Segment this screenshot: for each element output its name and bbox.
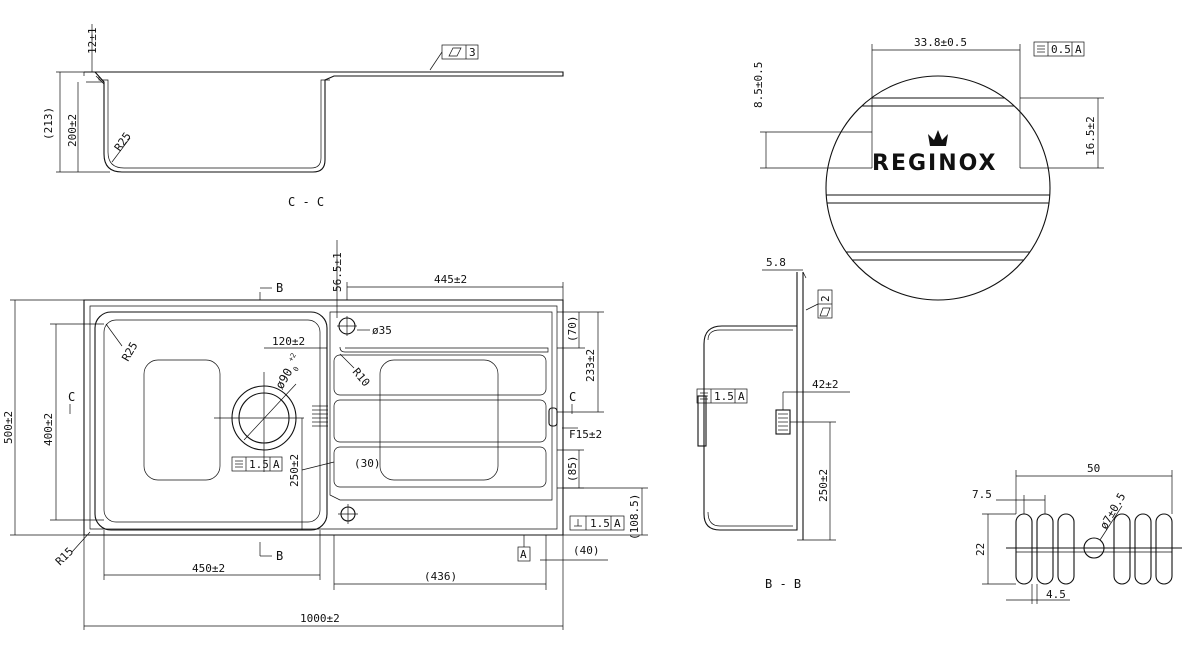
brand-logo: REGINOX <box>872 151 998 176</box>
flatness-value-plan: 1.5 <box>249 458 269 471</box>
dim-108: (108.5) <box>628 494 641 540</box>
radius-bowl: R25 <box>119 340 140 364</box>
dim-logo-offset: 8.5±0.5 <box>752 62 765 108</box>
dim-bowl-height: 400±2 <box>42 413 55 446</box>
dim-tap-hole-offset: 56.5±1 <box>331 252 344 292</box>
dim-total-depth: (213) <box>42 107 55 140</box>
section-cc-title: C - C <box>288 195 324 209</box>
flat-datum-bb: A <box>738 390 745 403</box>
dim-rim: 12±1 <box>86 28 99 55</box>
flatness-frame-plan <box>231 456 283 472</box>
dim-rib-gap: (30) <box>354 457 381 470</box>
flat-value-bb: 1.5 <box>714 390 734 403</box>
dim-drainer-length: 445±2 <box>434 273 467 286</box>
dim-slot-pitch: 7.5 <box>972 488 992 501</box>
dim-f-offset: F15±2 <box>569 428 602 441</box>
dim-bowl-depth: 200±2 <box>66 114 79 147</box>
overflow-slots <box>312 405 328 427</box>
section-bb-title: B - B <box>765 577 801 591</box>
waste-dia-tol-upper: +2 <box>287 352 298 363</box>
dim-hole: ø7±0.5 <box>1097 491 1128 532</box>
perp-value: 1.5 <box>590 517 610 530</box>
dim-bowl-width: 450±2 <box>192 562 225 575</box>
dim-slot-height: 22 <box>974 543 987 556</box>
flat-value-logo: 0.5 <box>1051 43 1071 56</box>
perp-datum: A <box>614 517 621 530</box>
datum-a-box <box>517 546 531 562</box>
dim-top-offset: (70) <box>566 316 579 343</box>
dim-waste-offset: 120±2 <box>272 335 305 348</box>
radius-label: R25 <box>112 130 134 154</box>
dim-40: (40) <box>573 544 600 557</box>
logo-detail: REGINOX 33.8±0.5 0.5 A 8.5±0.5 16.5±2 <box>752 36 1104 301</box>
dim-85: (85) <box>566 456 579 483</box>
dim-flange: 5.8 <box>766 256 786 269</box>
flatness-datum-plan: A <box>273 458 280 471</box>
dim-drainer-depth: 233±2 <box>584 349 597 382</box>
flatness-icon-bb <box>819 307 831 317</box>
side-clip <box>697 395 707 447</box>
radius-corner: R15 <box>53 545 76 568</box>
flatness-frame <box>441 44 479 60</box>
dim-height-bb: 250±2 <box>817 469 830 502</box>
datum-a: A <box>520 548 527 561</box>
dim-logo-width: 33.8±0.5 <box>914 36 967 49</box>
flat-datum-logo: A <box>1075 43 1082 56</box>
flat-frame-bb2 <box>696 388 748 404</box>
waste-dia-tol-lower: 0 <box>292 365 301 373</box>
flat-tol-bb: 2 <box>819 295 832 302</box>
flatness-value: 3 <box>469 46 476 59</box>
flat-frame-logo <box>1033 41 1085 57</box>
section-c-right: C <box>569 390 576 404</box>
dim-logo-band: 16.5±2 <box>1084 116 1097 156</box>
perp-frame <box>569 515 625 531</box>
tap-hole-dia: ø35 <box>372 324 392 337</box>
section-b-top: B <box>276 281 283 295</box>
section-cc-view: 12±1 200±2 (213) R25 3 C - C <box>42 24 564 209</box>
dim-overall-depth: 500±2 <box>2 411 15 444</box>
section-b-bottom: B <box>276 549 283 563</box>
clip <box>548 407 558 427</box>
dim-slot-width: 50 <box>1087 462 1100 475</box>
crown-icon <box>928 130 948 146</box>
plan-view: B B C C 500±2 400±2 R15 R25 56.5±1 445±2… <box>2 240 648 630</box>
dim-overall-length: 1000±2 <box>300 612 340 625</box>
dim-waste-height: 250±2 <box>288 454 301 487</box>
radius-drainer: R10 <box>350 366 373 390</box>
section-c-left: C <box>68 390 75 404</box>
section-bb-view: 5.8 2 1.5 A 42±2 250±2 B - B <box>696 256 850 591</box>
dim-overflow: 42±2 <box>812 378 839 391</box>
flatness-icon <box>448 47 462 57</box>
dim-slot: 4.5 <box>1046 588 1066 601</box>
dim-436: (436) <box>424 570 457 583</box>
slots-detail: 50 7.5 22 4.5 ø7±0.5 <box>972 462 1182 604</box>
